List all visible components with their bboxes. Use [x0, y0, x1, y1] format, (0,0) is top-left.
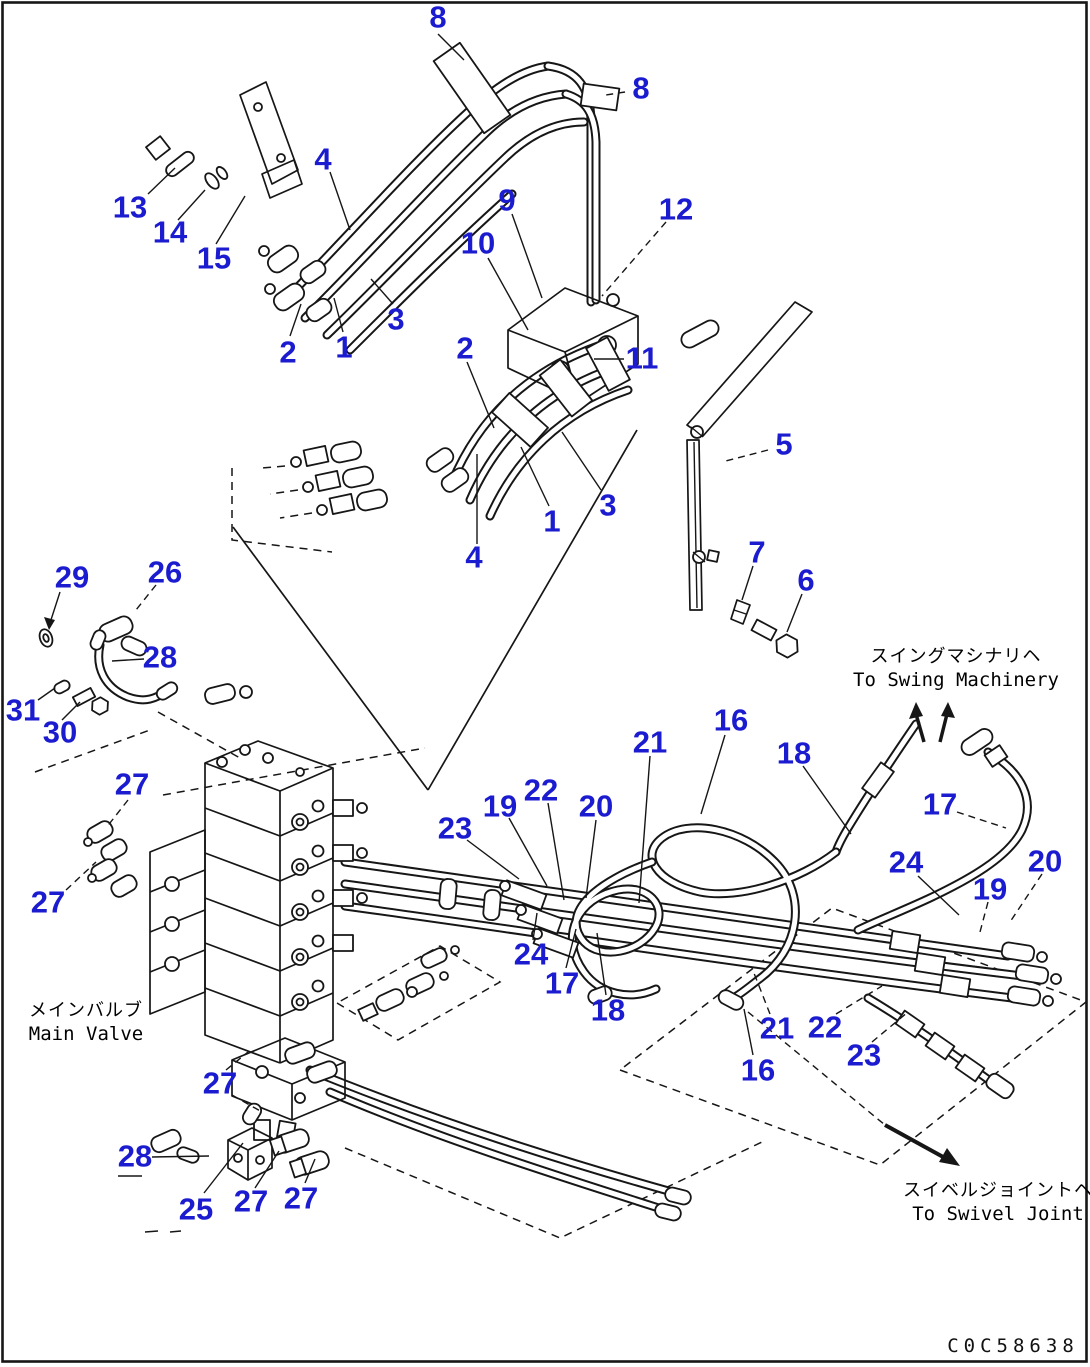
- part-label-9-6: 9: [498, 182, 516, 218]
- part-label-2-12: 2: [456, 330, 474, 366]
- annotation-main-valve-en: Main Valve: [28, 1022, 144, 1045]
- part-label-20-37: 20: [1027, 843, 1063, 879]
- part-label-13-3: 13: [112, 189, 148, 225]
- part-label-12-8: 12: [658, 191, 694, 227]
- part-label-21-42: 21: [759, 1010, 795, 1046]
- part-label-24-38: 24: [513, 936, 549, 972]
- leader-lines: [37, 33, 1043, 1233]
- part-label-1-14: 1: [543, 503, 561, 539]
- annotation-to-swing-machinery-jp: スイングマシナリヘ: [870, 645, 1042, 667]
- part-label-27-49: 27: [283, 1180, 319, 1216]
- part-label-19-31: 19: [482, 788, 518, 824]
- part-label-30-24: 30: [42, 714, 78, 750]
- drawing-code: C0C58638: [947, 1335, 1079, 1357]
- part-label-23-44: 23: [846, 1037, 882, 1073]
- part-label-10-7: 10: [460, 225, 496, 261]
- annotation-to-swing-machinery-en: To Swing Machinery: [853, 668, 1059, 691]
- part-label-2-9: 2: [279, 334, 297, 370]
- part-label-22-30: 22: [523, 772, 559, 808]
- part-label-1-10: 1: [335, 329, 353, 365]
- part-label-4-2: 4: [314, 141, 332, 177]
- part-label-5-17: 5: [775, 426, 793, 462]
- part-label-16-41: 16: [740, 1052, 776, 1088]
- part-label-18-29: 18: [776, 735, 812, 771]
- part-label-19-36: 19: [972, 871, 1008, 907]
- part-label-24-35: 24: [888, 844, 924, 880]
- construction-lines: [34, 429, 1088, 1239]
- part-label-27-48: 27: [233, 1183, 269, 1219]
- part-label-8-0: 8: [429, 0, 447, 35]
- part-label-16-27: 16: [713, 702, 749, 738]
- part-label-14-4: 14: [152, 214, 188, 250]
- swivel-arrow-icon: [747, 1011, 960, 1166]
- part-label-3-15: 3: [599, 487, 617, 523]
- part-label-23-33: 23: [437, 810, 473, 846]
- part-label-20-32: 20: [578, 788, 614, 824]
- hoses: [94, 61, 1032, 1215]
- part-label-27-45: 27: [202, 1065, 238, 1101]
- part-label-15-5: 15: [196, 240, 232, 276]
- annotation-main-valve-jp: メインバルブ: [28, 999, 143, 1021]
- part-label-27-26: 27: [30, 884, 66, 920]
- part-label-8-1: 8: [632, 70, 650, 106]
- part-label-27-25: 27: [114, 766, 150, 802]
- part-label-17-34: 17: [922, 786, 958, 822]
- part-label-28-46: 28: [117, 1138, 153, 1174]
- part-label-11-13: 11: [625, 340, 659, 376]
- part-label-6-19: 6: [797, 562, 815, 598]
- part-label-17-39: 17: [544, 965, 580, 1001]
- swing-arrows-icon: [909, 702, 955, 743]
- annotation-to-swivel-joint-jp: スイベルジョイントヘ: [903, 1179, 1090, 1201]
- annotation-to-swivel-joint-en: To Swivel Joint: [912, 1202, 1084, 1225]
- part-label-4-16: 4: [465, 539, 483, 575]
- part-label-18-40: 18: [590, 992, 626, 1028]
- part-label-26-21: 26: [147, 554, 183, 590]
- part-label-21-28: 21: [632, 724, 668, 760]
- part-label-29-20: 29: [54, 559, 90, 595]
- part-label-25-47: 25: [178, 1191, 214, 1227]
- part-label-3-11: 3: [387, 301, 405, 337]
- fittings: [38, 41, 1062, 1222]
- part-label-22-43: 22: [807, 1009, 843, 1045]
- part-label-28-22: 28: [142, 639, 178, 675]
- part-label-7-18: 7: [748, 534, 766, 570]
- part-label-31-23: 31: [5, 692, 41, 728]
- main-valve-block: [149, 740, 368, 1145]
